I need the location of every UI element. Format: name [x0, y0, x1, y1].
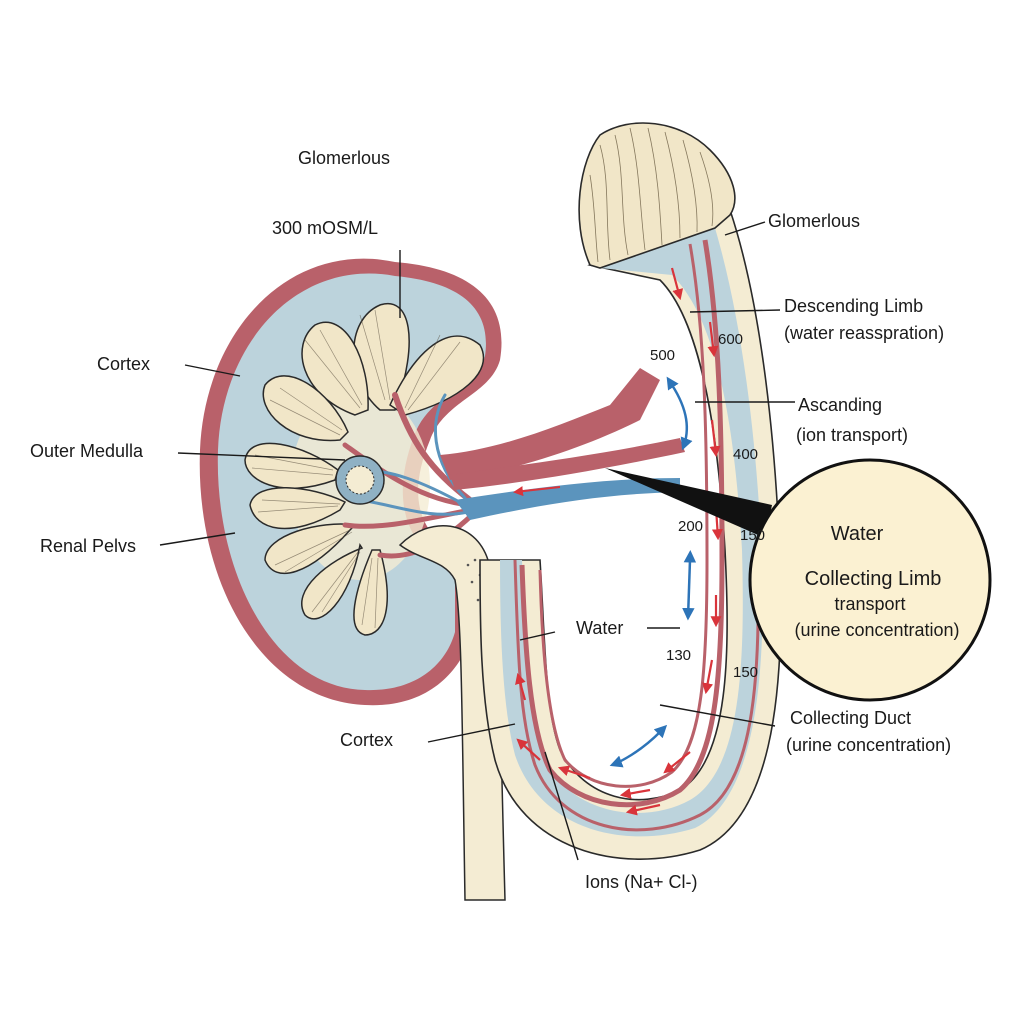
label-ascending-sub: (ion transport): [796, 425, 908, 445]
water-flow-arrows: [609, 376, 697, 768]
leader-lines: [159, 221, 795, 861]
label-glomerlous-right: Glomerlous: [768, 211, 860, 231]
kidney: [199, 258, 685, 901]
label-descending-limb: Descending Limb: [784, 296, 923, 316]
value-150-b: 150: [733, 664, 758, 681]
value-130: 130: [666, 647, 691, 664]
label-cortex-bottom: Cortex: [340, 730, 393, 750]
label-osm-300: 300 mOSM/L: [272, 218, 378, 238]
value-150-a: 150: [740, 527, 765, 544]
glomerulus-cap: [578, 122, 736, 269]
label-renal-pelvis: Renal Pelvs: [40, 536, 136, 556]
label-water-mid: Water: [576, 618, 623, 638]
callout-line-4: (urine concentration): [794, 620, 959, 640]
nephron-loop: [479, 122, 782, 860]
value-200: 200: [678, 518, 703, 535]
labels: Glomerlous 300 mOSM/L Cortex Outer Medul…: [30, 148, 951, 892]
value-500: 500: [650, 347, 675, 364]
callout-line-1: Water: [831, 523, 884, 545]
value-600: 600: [718, 331, 743, 348]
value-400: 400: [733, 446, 758, 463]
label-ions: Ions (Na+ Cl-): [585, 872, 698, 892]
renal-vein: [455, 478, 680, 520]
renal-artery: [440, 368, 685, 490]
label-glomerlous-top: Glomerlous: [298, 148, 390, 168]
label-collecting-duct: Collecting Duct: [790, 708, 911, 728]
label-cortex-left: Cortex: [97, 354, 150, 374]
callout-line-2: Collecting Limb: [805, 568, 942, 590]
label-outer-medulla: Outer Medulla: [30, 441, 144, 461]
callout-line-3: transport: [834, 594, 905, 614]
label-collecting-duct-sub: (urine concentration): [786, 735, 951, 755]
ureter: [398, 524, 506, 901]
glomerulus: [335, 455, 385, 505]
label-descending-limb-sub: (water reasspration): [784, 323, 944, 343]
renal-pyramids: [244, 302, 485, 636]
label-ascending: Ascanding: [798, 395, 882, 415]
callout: Water Collecting Limb transport (urine c…: [605, 458, 992, 702]
